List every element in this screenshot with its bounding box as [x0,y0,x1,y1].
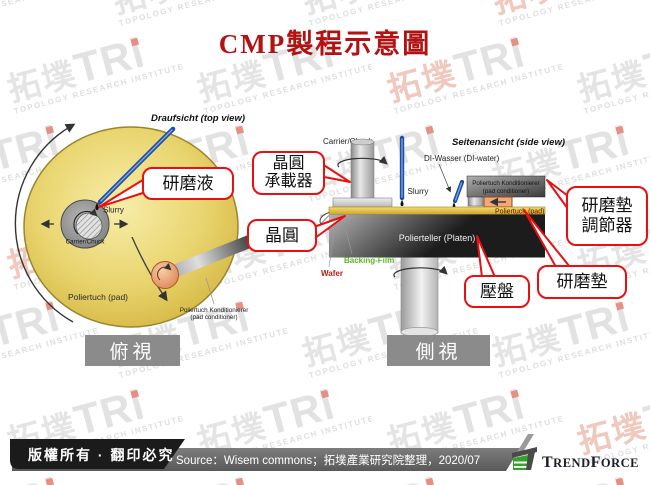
di-water-label: DI-Wasser (DI-water) [424,154,500,163]
pad-conditioner-arm [151,233,256,289]
trendforce-logo-icon [512,434,537,470]
callout-slurry: 研磨液 [142,167,234,200]
backing-film-label: Backing-Film [344,256,394,265]
watermark-dot [320,389,329,399]
watermark-dot [130,389,139,399]
watermark-latin: TRi [554,0,634,4]
pad-label: Poliertuch (pad) [68,292,128,302]
conditioner-label-line2: (pad conditioner) [190,314,237,321]
watermark-cjk: 拓墣 [109,0,186,20]
callout-conditioner-line1: 研磨墊 [581,196,633,216]
di-water-nozzle [452,179,465,209]
trendforce-wordmark: TRENDFORCE [542,454,639,471]
pad-label: Poliertuch (pad) [495,209,544,216]
pad-rotation-arrow-icon [131,236,168,302]
polishing-pad-shape [23,126,239,328]
pad-conditioner-label-line1: Poliertuch Konditionierer [472,180,539,187]
platen-shaft-rotation-arrow-icon [393,265,448,278]
brand-f: F [591,454,601,471]
watermark-caption: TOPOLOGY RESEARCH INSTITUTE [392,61,566,116]
watermark-latin: TRi [174,0,254,4]
brand-orce: ORCE [601,456,639,470]
watermark-cjk: 拓墣 [573,54,650,109]
watermark-latin: TRi [364,0,444,4]
copyright-text: 版權所有 · 翻印必究 [28,447,174,463]
watermark-cjk: 拓墣 [3,54,81,109]
watermark-caption: TOPOLOGY RESEARCH INSTITUTE [582,62,650,116]
platen-shape [329,214,545,258]
carrier-chuck-label: Carrier/Chuck [323,137,373,146]
callout-pad-label: 研磨墊 [556,272,608,292]
callout-carrier-line2: 承載器 [264,173,313,190]
carrier-chuck-shape: Carrier/Chuck [60,199,110,249]
carrier-shaft-shape [350,141,375,200]
platen-label: Polierteller (Platen) [399,233,476,243]
pad-conditioner-label-line2: (pad conditioner) [483,188,529,195]
brand-rend: REND [553,456,590,470]
callout-wafer-carrier: 晶圓 承載器 [252,151,325,195]
brand-t: T [542,454,553,471]
platen-shaft-shape [393,256,448,337]
watermark-dot [510,389,519,399]
watermark-cjk: 拓墣 [489,0,566,20]
watermark-cjk: 拓墣 [299,0,376,20]
watermark-cjk: 拓墣 [193,54,271,109]
callout-platen: 壓盤 [464,275,530,308]
source-text: Source：Wisem commons；拓墣產業研究院整理，2020/07 [176,453,480,467]
conditioner-callout-line [205,277,215,305]
copyright-bar [10,439,185,469]
slurry-nozzle [399,135,405,207]
callout-wafer: 晶圓 [247,219,317,252]
conditioner-head-shape [151,261,179,289]
callout-carrier-line1: 晶圓 [272,154,305,172]
slurry-drop-icon [95,203,99,211]
watermark-latin: TRi [0,0,65,4]
footer-bar: 版權所有 · 翻印必究 Source：Wisem commons；拓墣產業研究院… [10,434,639,471]
callout-conditioner-line2: 調節器 [581,216,633,235]
carrier-chuck-label: Carrier/Chuck [66,239,106,246]
backing-film-pointer-line [345,229,353,255]
slurry-label: Slurry [408,187,429,196]
side-view-tag-label: 側視 [415,342,462,363]
side-view-tag: 側視 [387,335,490,366]
di-water-pointer-line [438,163,452,193]
callout-pad-conditioner: 研磨墊 調節器 [566,186,648,246]
slurry-label: Slurry [103,206,124,215]
callout-slurry-label: 研磨液 [162,173,214,193]
side-view-heading: Seitenansicht (side view) [452,137,565,148]
top-view-diagram: Draufsicht (top view) Carrier/Chuck Slur… [14,113,256,328]
callout-wafer-label: 晶圓 [265,225,299,245]
page-title: CMP製程示意圖 [218,29,432,59]
conditioner-label-line1: Poliertuch Konditionierer [180,307,249,314]
top-view-tag-label: 俯視 [109,342,156,363]
top-view-tag: 俯視 [85,335,180,366]
slurry-drop-icon [400,200,404,207]
top-view-heading: Draufsicht (top view) [151,113,245,124]
wafer-label: Wafer [321,269,343,278]
callout-pad: 研磨墊 [537,265,627,299]
watermark-cjk: 拓墣 [383,54,461,109]
pad-conditioner-assembly: Poliertuch Konditionierer (pad condition… [466,175,546,208]
platen-rotation-arrow-icon [14,123,76,323]
carrier-rotation-arrow-icon [73,208,98,235]
callout-platen-label: 壓盤 [480,281,514,301]
conditioner-rotation-arrow-icon [157,263,172,281]
